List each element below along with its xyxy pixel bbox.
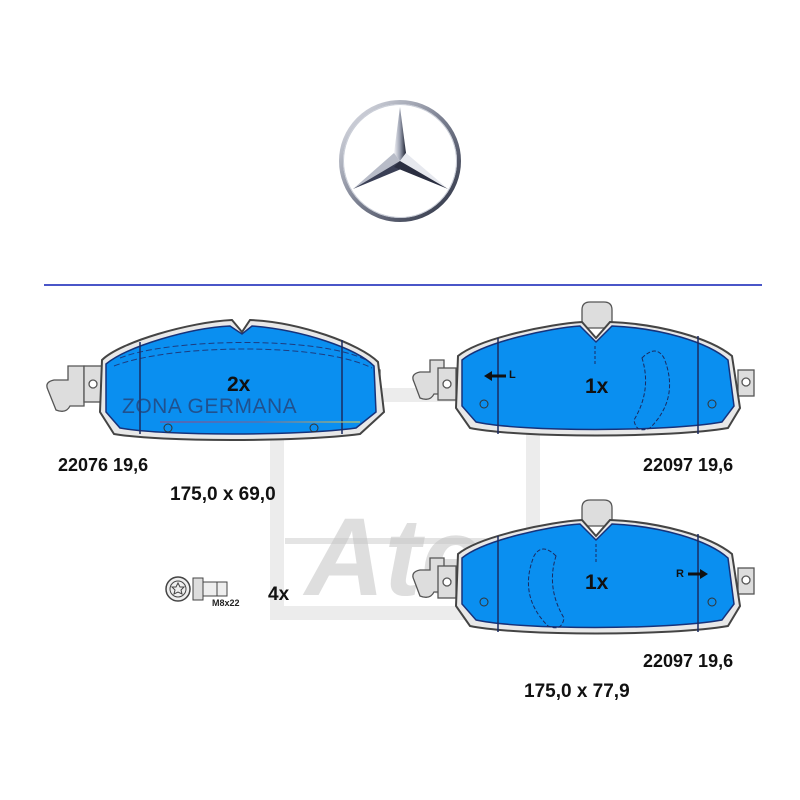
brake-pad-left: [46, 318, 386, 441]
mercedes-star-icon: [339, 100, 461, 222]
watermark-underline: [160, 421, 360, 423]
pad-left-dimensions: 175,0 x 69,0: [170, 484, 276, 505]
bolt-quantity: 4x: [268, 584, 290, 605]
pad-right-bottom-part-number: 22097 19,6: [643, 651, 734, 671]
pad-right-top-part-number: 22097 19,6: [643, 455, 734, 475]
pad-right-top-quantity: 1x: [585, 375, 609, 398]
bolt-icon: [165, 576, 228, 602]
bolt-size-label: M8x22: [212, 598, 240, 608]
pad-side-marker-left: L: [509, 369, 516, 381]
zona-germana-watermark: ZONA GERMANA: [122, 395, 298, 418]
divider-line: [44, 284, 762, 286]
pad-right-dimensions: 175,0 x 77,9: [524, 681, 630, 702]
pad-right-bottom-quantity: 1x: [585, 571, 609, 594]
pad-side-marker-right: R: [676, 568, 684, 580]
pad-left-part-number: 22076 19,6: [58, 455, 149, 475]
brake-pad-right-top: [412, 301, 755, 437]
brake-pad-right-bottom: [412, 499, 755, 635]
pad-left-quantity: 2x: [227, 373, 251, 396]
